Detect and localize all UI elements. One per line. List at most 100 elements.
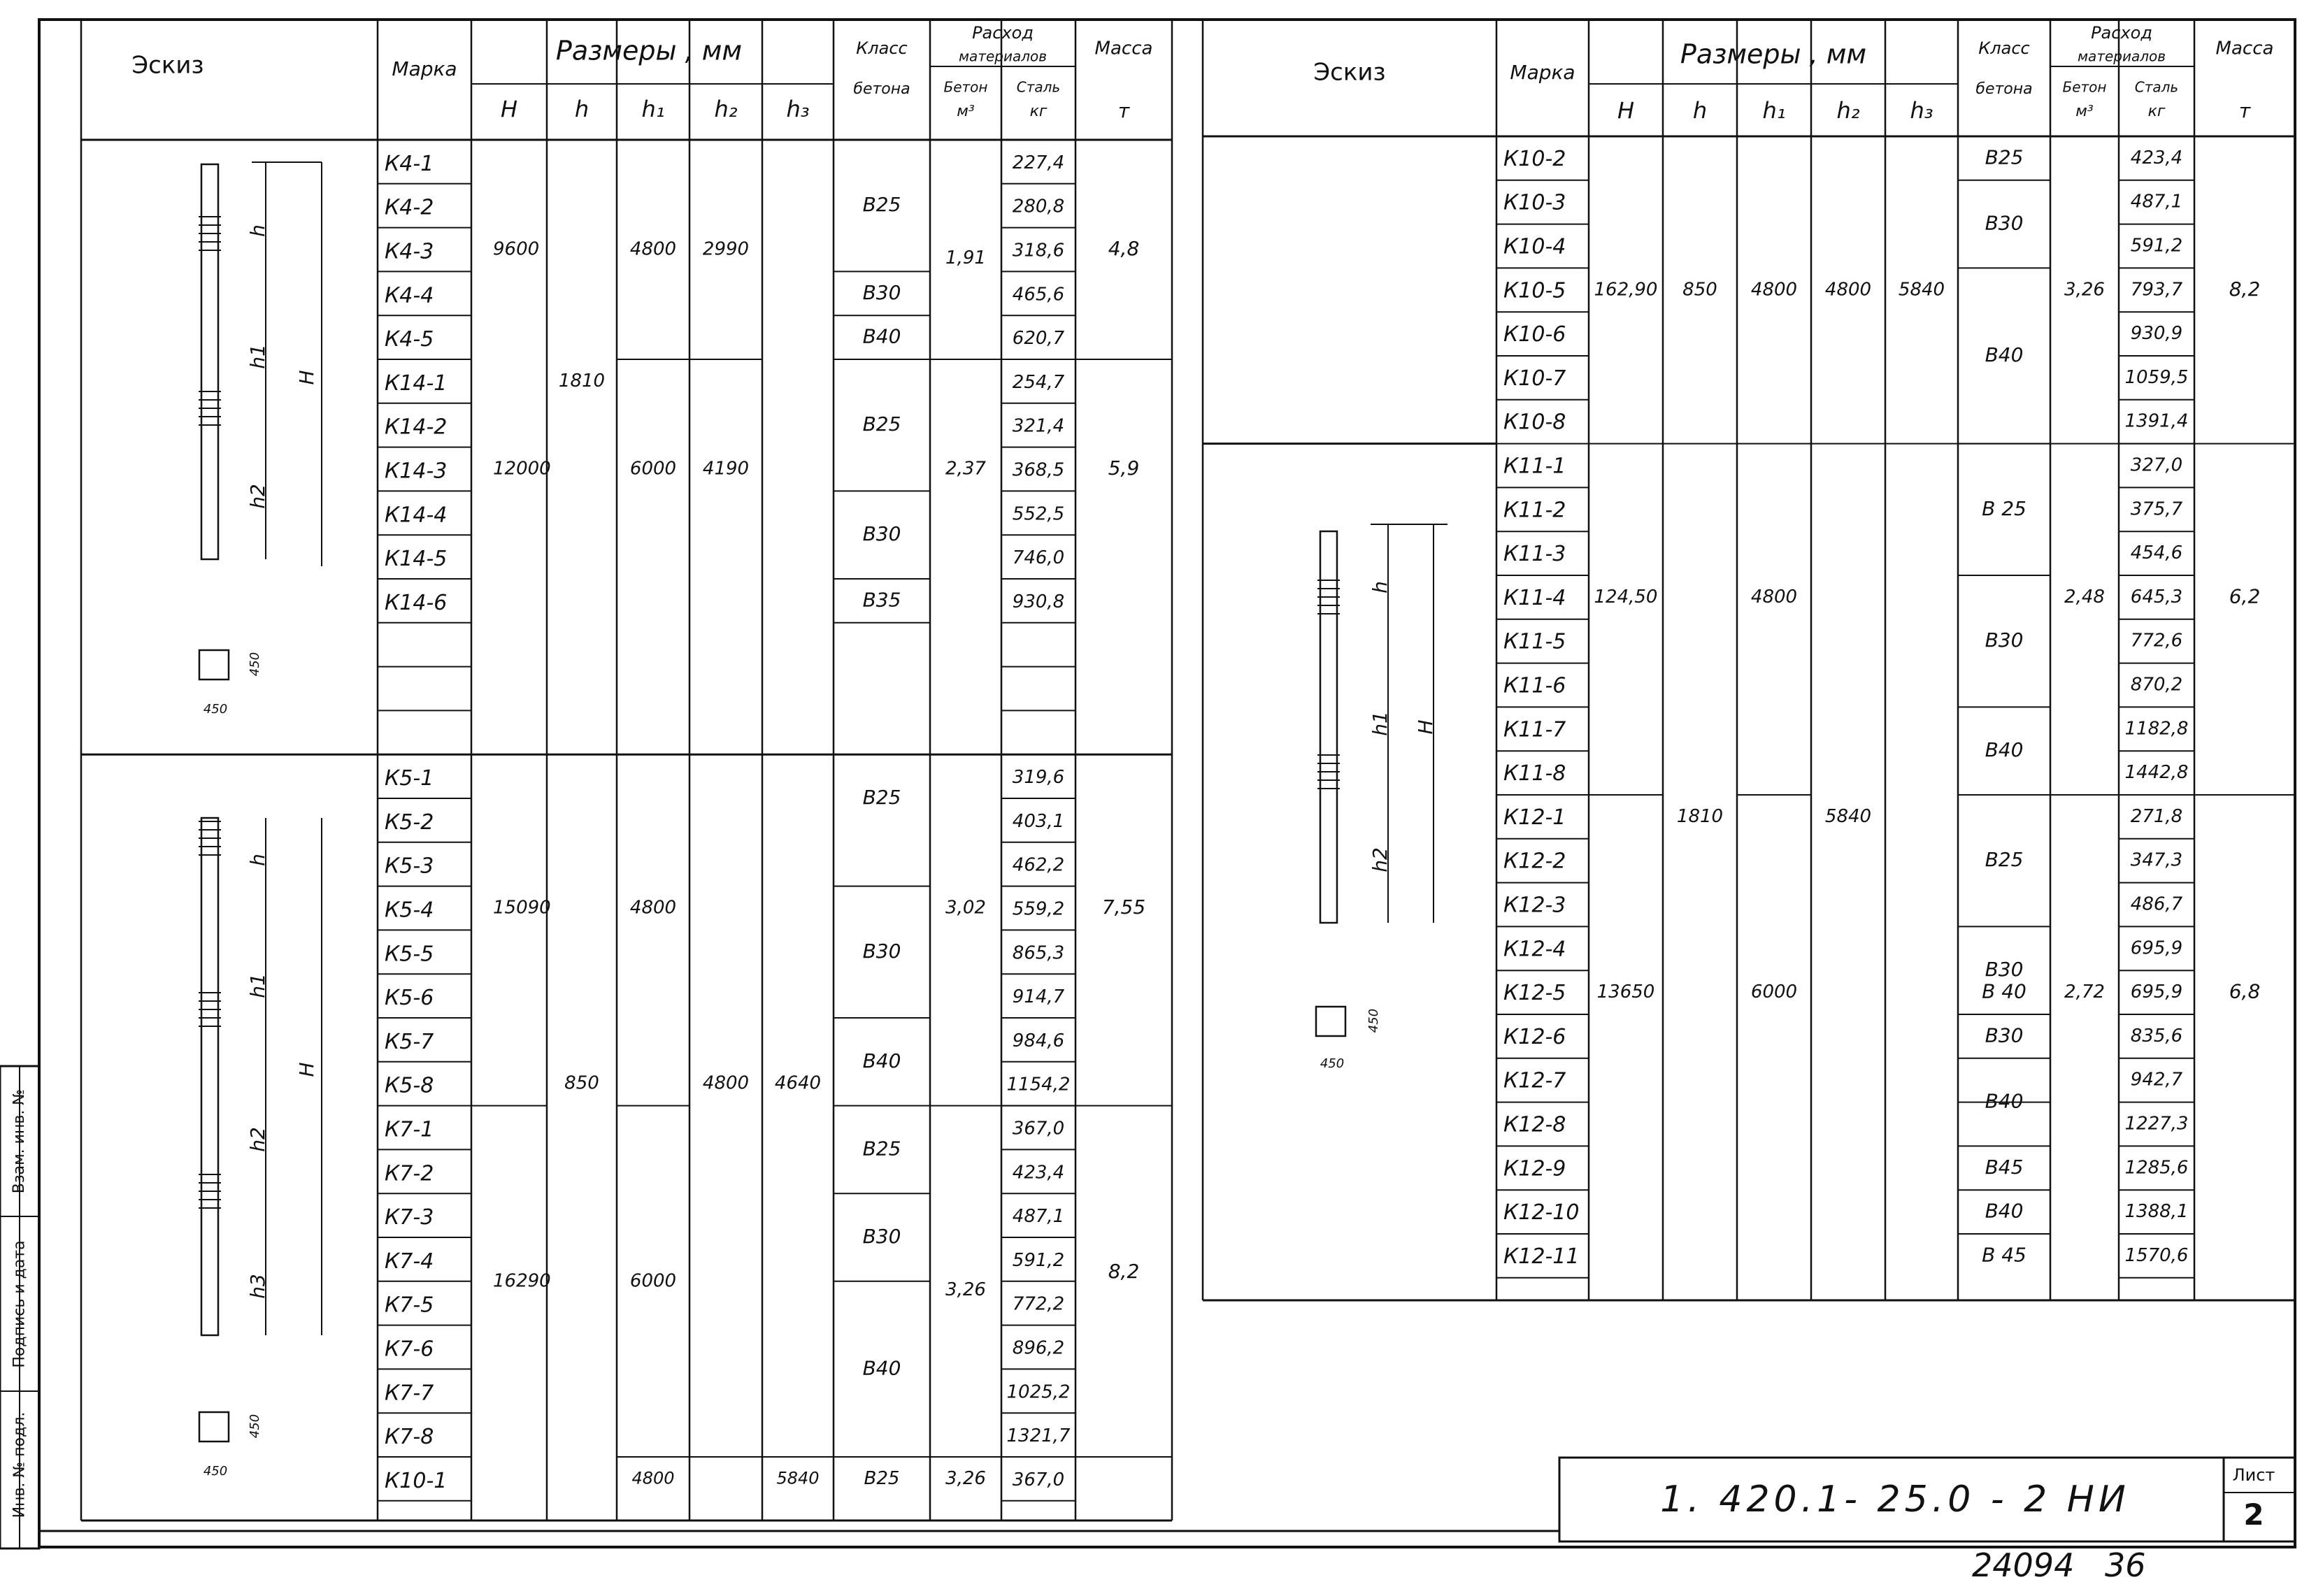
left-class-5: B35 (863, 588, 901, 611)
right-steel-3: 793,7 (2131, 279, 2183, 300)
right-concrete-2: 2,72 (2064, 982, 2105, 1002)
section-sketch-2 (198, 1411, 230, 1443)
right-H-0: 162,90 (1594, 279, 1658, 300)
left-mark-К7-7: К7-7 (385, 1381, 434, 1405)
dim-h-label: h (246, 224, 269, 237)
title-block (1558, 1456, 2296, 1543)
right-header-sizes: Размеры , мм (1680, 39, 1866, 70)
right-header-concrete-unit: м³ (2075, 103, 2094, 120)
left-mark-К14-2: К14-2 (385, 415, 447, 440)
dim-h3-label-2: h3 (246, 1274, 269, 1299)
left-h1-1: 6000 (630, 459, 676, 480)
right-class-3: B 25 (1982, 497, 2026, 520)
header-consumption2: материалов (959, 48, 1047, 65)
right-header-concrete: Бетон (2063, 79, 2107, 96)
left-H-0: 9600 (493, 239, 539, 260)
right-mark-К10-8: К10-8 (1503, 410, 1566, 435)
right-steel-11: 772,6 (2131, 631, 2182, 652)
left-mass-0: 4,8 (1108, 237, 1140, 260)
right-header-mass-unit: т (2239, 99, 2251, 122)
left-steel-17: 559,2 (1013, 899, 1064, 920)
left-class-7: B30 (863, 940, 901, 963)
left-mark-К5-5: К5-5 (385, 942, 434, 966)
right-steel-10: 645,3 (2131, 587, 2182, 608)
right-steel-19: 695,9 (2131, 982, 2182, 1002)
right-mark-К12-8: К12-8 (1503, 1113, 1566, 1137)
left-mark-К4-4: К4-4 (385, 283, 434, 308)
right-h3-0: 5840 (1899, 279, 1945, 300)
header-steel-unit: кг (1030, 103, 1048, 120)
right-mark-К12-10: К12-10 (1503, 1200, 1579, 1225)
right-header-h: h (1693, 97, 1707, 124)
header-mark: Марка (392, 57, 457, 80)
sheet-number: 2 (2243, 1497, 2264, 1532)
right-mark-К12-4: К12-4 (1503, 937, 1566, 961)
right-steel-9: 454,6 (2131, 542, 2182, 563)
left-h3-2: 4640 (775, 1073, 821, 1094)
right-class-8: B 40 (1982, 980, 2026, 1003)
left-steel-29: 1321,7 (1007, 1425, 1071, 1446)
left-mark-К4-5: К4-5 (385, 327, 434, 352)
dim-h2-label: h2 (246, 484, 269, 509)
right-class-4: B30 (1985, 628, 2024, 652)
right-mark-К12-6: К12-6 (1503, 1025, 1566, 1049)
right-mark-К10-4: К10-4 (1503, 235, 1566, 259)
right-header-steel-unit: кг (2148, 103, 2166, 120)
right-dim-h2: h2 (1368, 847, 1392, 872)
left-mass-1: 5,9 (1108, 456, 1140, 480)
left-h2-0: 2990 (703, 239, 749, 260)
left-mark-К5-1: К5-1 (385, 766, 434, 791)
right-steel-16: 347,3 (2131, 850, 2182, 871)
right-class-9: B30 (1985, 1023, 2024, 1047)
right-mark-К11-6: К11-6 (1503, 674, 1566, 698)
right-steel-12: 870,2 (2131, 675, 2182, 696)
left-mark-К14-3: К14-3 (385, 459, 447, 484)
left-h-2: 850 (564, 1073, 599, 1094)
right-section-dim-1: 450 (1366, 1009, 1381, 1033)
dim-h1-label-2: h1 (246, 973, 269, 998)
right-steel-14: 1442,8 (2125, 762, 2189, 783)
right-class-11: B45 (1985, 1156, 2024, 1179)
left-mark-К7-6: К7-6 (385, 1337, 434, 1362)
section-sketch-1 (198, 649, 230, 681)
right-h2-1: 5840 (1825, 806, 1871, 827)
left-class-0: B25 (863, 193, 901, 216)
left-steel-21: 1154,2 (1007, 1074, 1071, 1095)
left-class-6: B25 (863, 786, 901, 809)
left-mark-К5-6: К5-6 (385, 986, 434, 1010)
right-steel-8: 375,7 (2131, 498, 2183, 519)
right-class-0: B25 (1985, 145, 2024, 168)
header-h3: h₃ (786, 96, 809, 122)
left-class-2: B40 (863, 325, 901, 348)
left-mark-К14-5: К14-5 (385, 547, 447, 571)
left-steel-4: 620,7 (1013, 328, 1065, 349)
right-h1-2: 6000 (1751, 982, 1797, 1002)
right-mark-К12-3: К12-3 (1503, 893, 1566, 918)
right-header-mass: Масса (2216, 38, 2274, 59)
dim-h2-label-2: h2 (246, 1127, 269, 1152)
right-class-7: B30 (1985, 958, 2024, 981)
left-mark-К10-1: К10-1 (385, 1469, 447, 1493)
left-mark-К14-6: К14-6 (385, 591, 447, 615)
left-mass-2: 7,55 (1102, 896, 1145, 919)
left-h1-4: 4800 (631, 1468, 674, 1488)
right-section-dim-2: 450 (1320, 1056, 1344, 1071)
left-steel-20: 984,6 (1013, 1030, 1064, 1051)
right-mark-К12-2: К12-2 (1503, 849, 1566, 874)
header-mass-unit: т (1118, 99, 1130, 122)
header-h2: h₂ (714, 96, 737, 122)
right-class-1: B30 (1985, 212, 2024, 235)
header-mass: Масса (1095, 38, 1153, 59)
right-h2-0: 4800 (1825, 279, 1871, 300)
dim-H-label: H (295, 370, 318, 384)
right-mass-2: 6,8 (2229, 980, 2261, 1003)
left-h1-0: 4800 (630, 239, 676, 260)
right-steel-20: 835,6 (2131, 1026, 2182, 1047)
header-concrete: Бетон (944, 79, 988, 96)
left-mark-К5-8: К5-8 (385, 1074, 434, 1098)
left-column-sketch-1 (200, 163, 220, 561)
right-mark-К11-2: К11-2 (1503, 498, 1566, 522)
right-mark-К12-1: К12-1 (1503, 805, 1566, 830)
right-header-h2: h₂ (1836, 97, 1859, 124)
left-class-4: B30 (863, 522, 901, 545)
